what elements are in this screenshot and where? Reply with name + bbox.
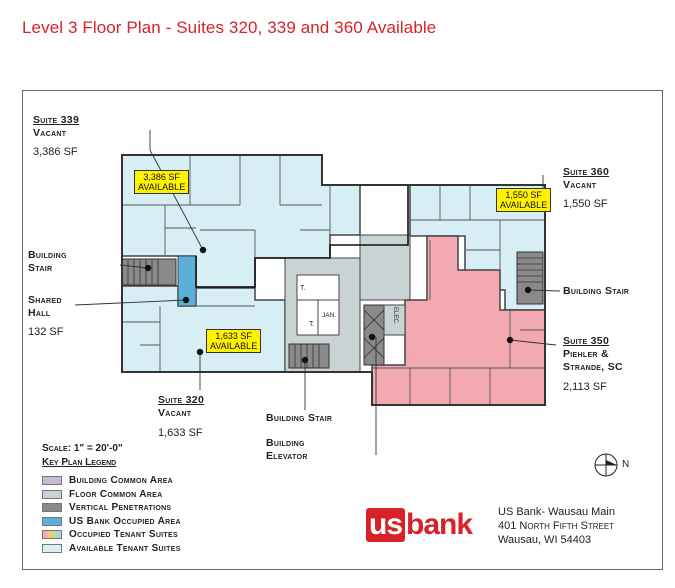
building-elevator-label: Building Elevator: [266, 437, 308, 463]
suite-320-tag: 1,633 SF AVAILABLE: [206, 329, 262, 353]
north-arrow-icon: N: [594, 452, 634, 483]
legend-heading: Key Plan Legend: [42, 457, 117, 468]
restroom-label: T.: [309, 321, 315, 328]
janitor-label: JAN.: [322, 312, 337, 319]
address-line: US Bank- Wausau Main: [498, 506, 615, 518]
suite-339-label: Suite 339 Vacant: [33, 114, 79, 140]
tag-available: AVAILABLE: [210, 341, 258, 351]
legend-item: Building Common Area: [42, 474, 181, 488]
tag-sf: 1,550 SF: [505, 190, 542, 200]
suite-339-area-text: 3,386 SF: [33, 146, 78, 158]
logo-us: us: [366, 508, 406, 542]
building-stair-right-label: Building Stair: [563, 285, 629, 298]
label-line: Building: [266, 437, 305, 449]
suite-320-label: Suite 320 Vacant: [158, 394, 204, 420]
legend-label: Vertical Penetrations: [69, 502, 172, 514]
legend-item: Vertical Penetrations: [42, 501, 181, 515]
restroom-label: T.: [300, 285, 306, 292]
building-stair-bottom: [288, 343, 330, 369]
label-line: Building Stair: [563, 285, 630, 297]
label-line: Hall: [28, 307, 51, 319]
legend-label: Occupied Tenant Suites: [69, 529, 178, 541]
suite-320-area-text: 1,633 SF: [158, 427, 203, 439]
suite-360-area-text: 1,550 SF: [563, 198, 608, 210]
north-label: N: [622, 459, 630, 470]
legend-swatch: [42, 516, 62, 526]
suite-name: Suite 320: [158, 394, 205, 406]
legend-item: Available Tenant Suites: [42, 542, 181, 556]
tag-available: AVAILABLE: [138, 182, 186, 192]
suite-339-tag: 3,386 SF AVAILABLE: [134, 170, 190, 194]
page-title: Level 3 Floor Plan - Suites 320, 339 and…: [22, 18, 437, 37]
tag-sf: 1,633 SF: [215, 331, 252, 341]
suite-status: Vacant: [563, 179, 597, 191]
legend-label: Floor Common Area: [69, 488, 163, 500]
building-stair-bottom-label: Building Stair: [266, 412, 332, 425]
suite-tenant: Strande, SC: [563, 361, 623, 373]
suite-name: Suite 350: [563, 335, 610, 347]
label-line: Stair: [28, 262, 53, 274]
building-stair-left: [121, 258, 177, 286]
suite-360-tag: 1,550 SF AVAILABLE: [496, 188, 552, 212]
tag-available: AVAILABLE: [500, 200, 548, 210]
address-line: 401 North Fifth Street: [498, 520, 615, 532]
shared-hall-area-text: 132 SF: [28, 326, 64, 338]
legend-label: US Bank Occupied Area: [69, 515, 181, 527]
elec-label: ELEC.: [392, 307, 398, 325]
legend-label: Building Common Area: [69, 475, 174, 487]
suite-status: Vacant: [158, 407, 192, 419]
address-block: US Bank- Wausau Main 401 North Fifth Str…: [498, 505, 615, 547]
building-stair-right: [516, 251, 544, 305]
tag-sf: 3,386 SF: [143, 172, 180, 182]
key-plan-legend: Scale: 1" = 20'-0" Key Plan Legend Build…: [42, 443, 181, 555]
address-line: Wausau, WI 54403: [498, 534, 592, 546]
label-line: Elevator: [266, 450, 308, 462]
legend-swatch: [42, 476, 62, 486]
suite-350-label: Suite 350 Piehler & Strande, SC: [563, 335, 623, 374]
logo-bank: bank: [406, 508, 473, 541]
legend-swatch: [42, 489, 62, 499]
suite-350-area-text: 2,113 SF: [563, 381, 607, 393]
label-line: Shared: [28, 294, 62, 306]
suite-360-label: Suite 360 Vacant: [563, 166, 609, 192]
legend-item: US Bank Occupied Area: [42, 515, 181, 529]
elec-room: [383, 304, 406, 336]
exterior-wall: [121, 154, 546, 406]
legend-item: Occupied Tenant Suites: [42, 528, 181, 542]
legend-item: Floor Common Area: [42, 488, 181, 502]
building-stair-left-label: Building Stair: [28, 249, 67, 275]
label-line: Building: [28, 249, 67, 261]
legend-swatch: [42, 530, 62, 540]
scale-label: Scale: 1" = 20'-0": [42, 443, 123, 454]
legend-label: Available Tenant Suites: [69, 542, 181, 554]
label-line: Building Stair: [266, 412, 333, 424]
shared-hall-label: Shared Hall: [28, 294, 62, 320]
plan-frame: [22, 90, 663, 570]
suite-tenant: Piehler &: [563, 348, 609, 360]
legend-swatch: [42, 503, 62, 513]
suite-name: Suite 360: [563, 166, 610, 178]
legend-swatch: [42, 543, 62, 553]
suite-status: Vacant: [33, 127, 67, 139]
suite-name: Suite 339: [33, 114, 80, 126]
